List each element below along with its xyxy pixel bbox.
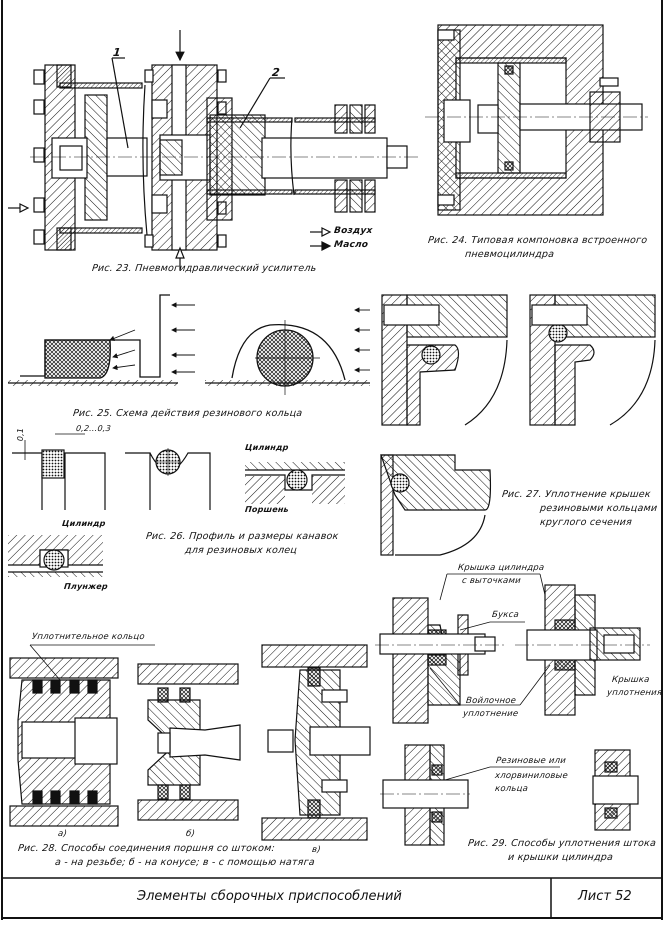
fig23-callout-2: 2: [271, 66, 281, 79]
fig23-drawing: [8, 30, 420, 270]
fig29-label-cover-grooves-2: с выточками: [461, 576, 522, 586]
fig29-caption-line1: Рис. 29. Способы уплотнения штока: [467, 838, 657, 849]
fig29-label-seal-cover-1: Крышка: [611, 675, 650, 685]
fig26-label-plunger: Плунжер: [63, 582, 109, 591]
fig26-dim-clearance: 0,2...0,3: [75, 424, 112, 433]
fig26-caption-line2: для резиновых колец: [184, 545, 298, 556]
fig23-callout-1: 1: [112, 46, 122, 59]
fig23-legend-air: Воздух: [333, 226, 373, 236]
fig28-caption-line1: Рис. 28. Способы соединения поршня со шт…: [17, 843, 276, 854]
fig28-label-ring: Уплотнительное кольцо: [31, 632, 146, 642]
fig29-label-cover-grooves-1: Крышка цилиндра: [457, 563, 545, 573]
fig29-caption-line2: и крышки цилиндра: [507, 852, 614, 863]
fig27-drawing: [380, 294, 656, 556]
fig24-drawing: [425, 24, 648, 216]
fig29-label-seal-cover-2: уплотнения: [606, 688, 663, 698]
fig26-dim-gap: 0,1: [16, 427, 26, 442]
fig23-legend-oil: Масло: [333, 240, 369, 250]
fig27-caption-line1: Рис. 27. Уплотнение крышек: [501, 489, 652, 500]
fig26-label-cylinder-a: Цилиндр: [244, 443, 290, 452]
fig29-label-felt-2: уплотнение: [462, 709, 519, 719]
fig29-drawing: [375, 584, 650, 846]
fig28-caption-line2: а - на резьбе; б - на конусе; в - с помо…: [54, 857, 316, 868]
fig29-leaders: [429, 573, 560, 781]
fig27-caption-line2: резиновыми кольцами: [539, 503, 658, 514]
fig29-label-rings-1: Резиновые или: [495, 756, 567, 766]
fig28-leader: [29, 644, 155, 681]
fig25-caption: Рис. 25. Схема действия резинового кольц…: [72, 408, 303, 419]
fig23-caption: Рис. 23. Пневмогидравлический усилитель: [91, 263, 317, 274]
fig26-drawing: [8, 433, 345, 577]
fig29-label-rings-2: хлорвиниловые: [494, 771, 569, 781]
fig29-label-bushing: Букса: [491, 610, 520, 620]
sheet-title: Элементы сборочных приспособлений: [137, 889, 402, 904]
fig24-caption-line1: Рис. 24. Типовая компоновка встроенного: [427, 235, 648, 246]
fig26-label-piston: Поршень: [244, 505, 290, 514]
fig28-sub-b: б): [185, 829, 196, 839]
fig27-caption-line3: круглого сечения: [539, 517, 633, 528]
fig29-label-felt-1: Войлочное: [465, 696, 517, 706]
fig29-label-rings-3: кольца: [494, 784, 529, 794]
fig24-caption-line2: пневмоцилиндра: [464, 249, 555, 260]
fig26-caption-line1: Рис. 26. Профиль и размеры канавок: [145, 531, 340, 542]
sheet-number: Лист 52: [578, 889, 632, 904]
fig26-label-cylinder-b: Цилиндр: [61, 519, 107, 528]
fig28-sub-a: а): [57, 829, 68, 839]
fig25-drawing: [8, 294, 370, 395]
fig28-drawing: [9, 644, 371, 841]
fig28-sub-v: в): [311, 845, 322, 855]
